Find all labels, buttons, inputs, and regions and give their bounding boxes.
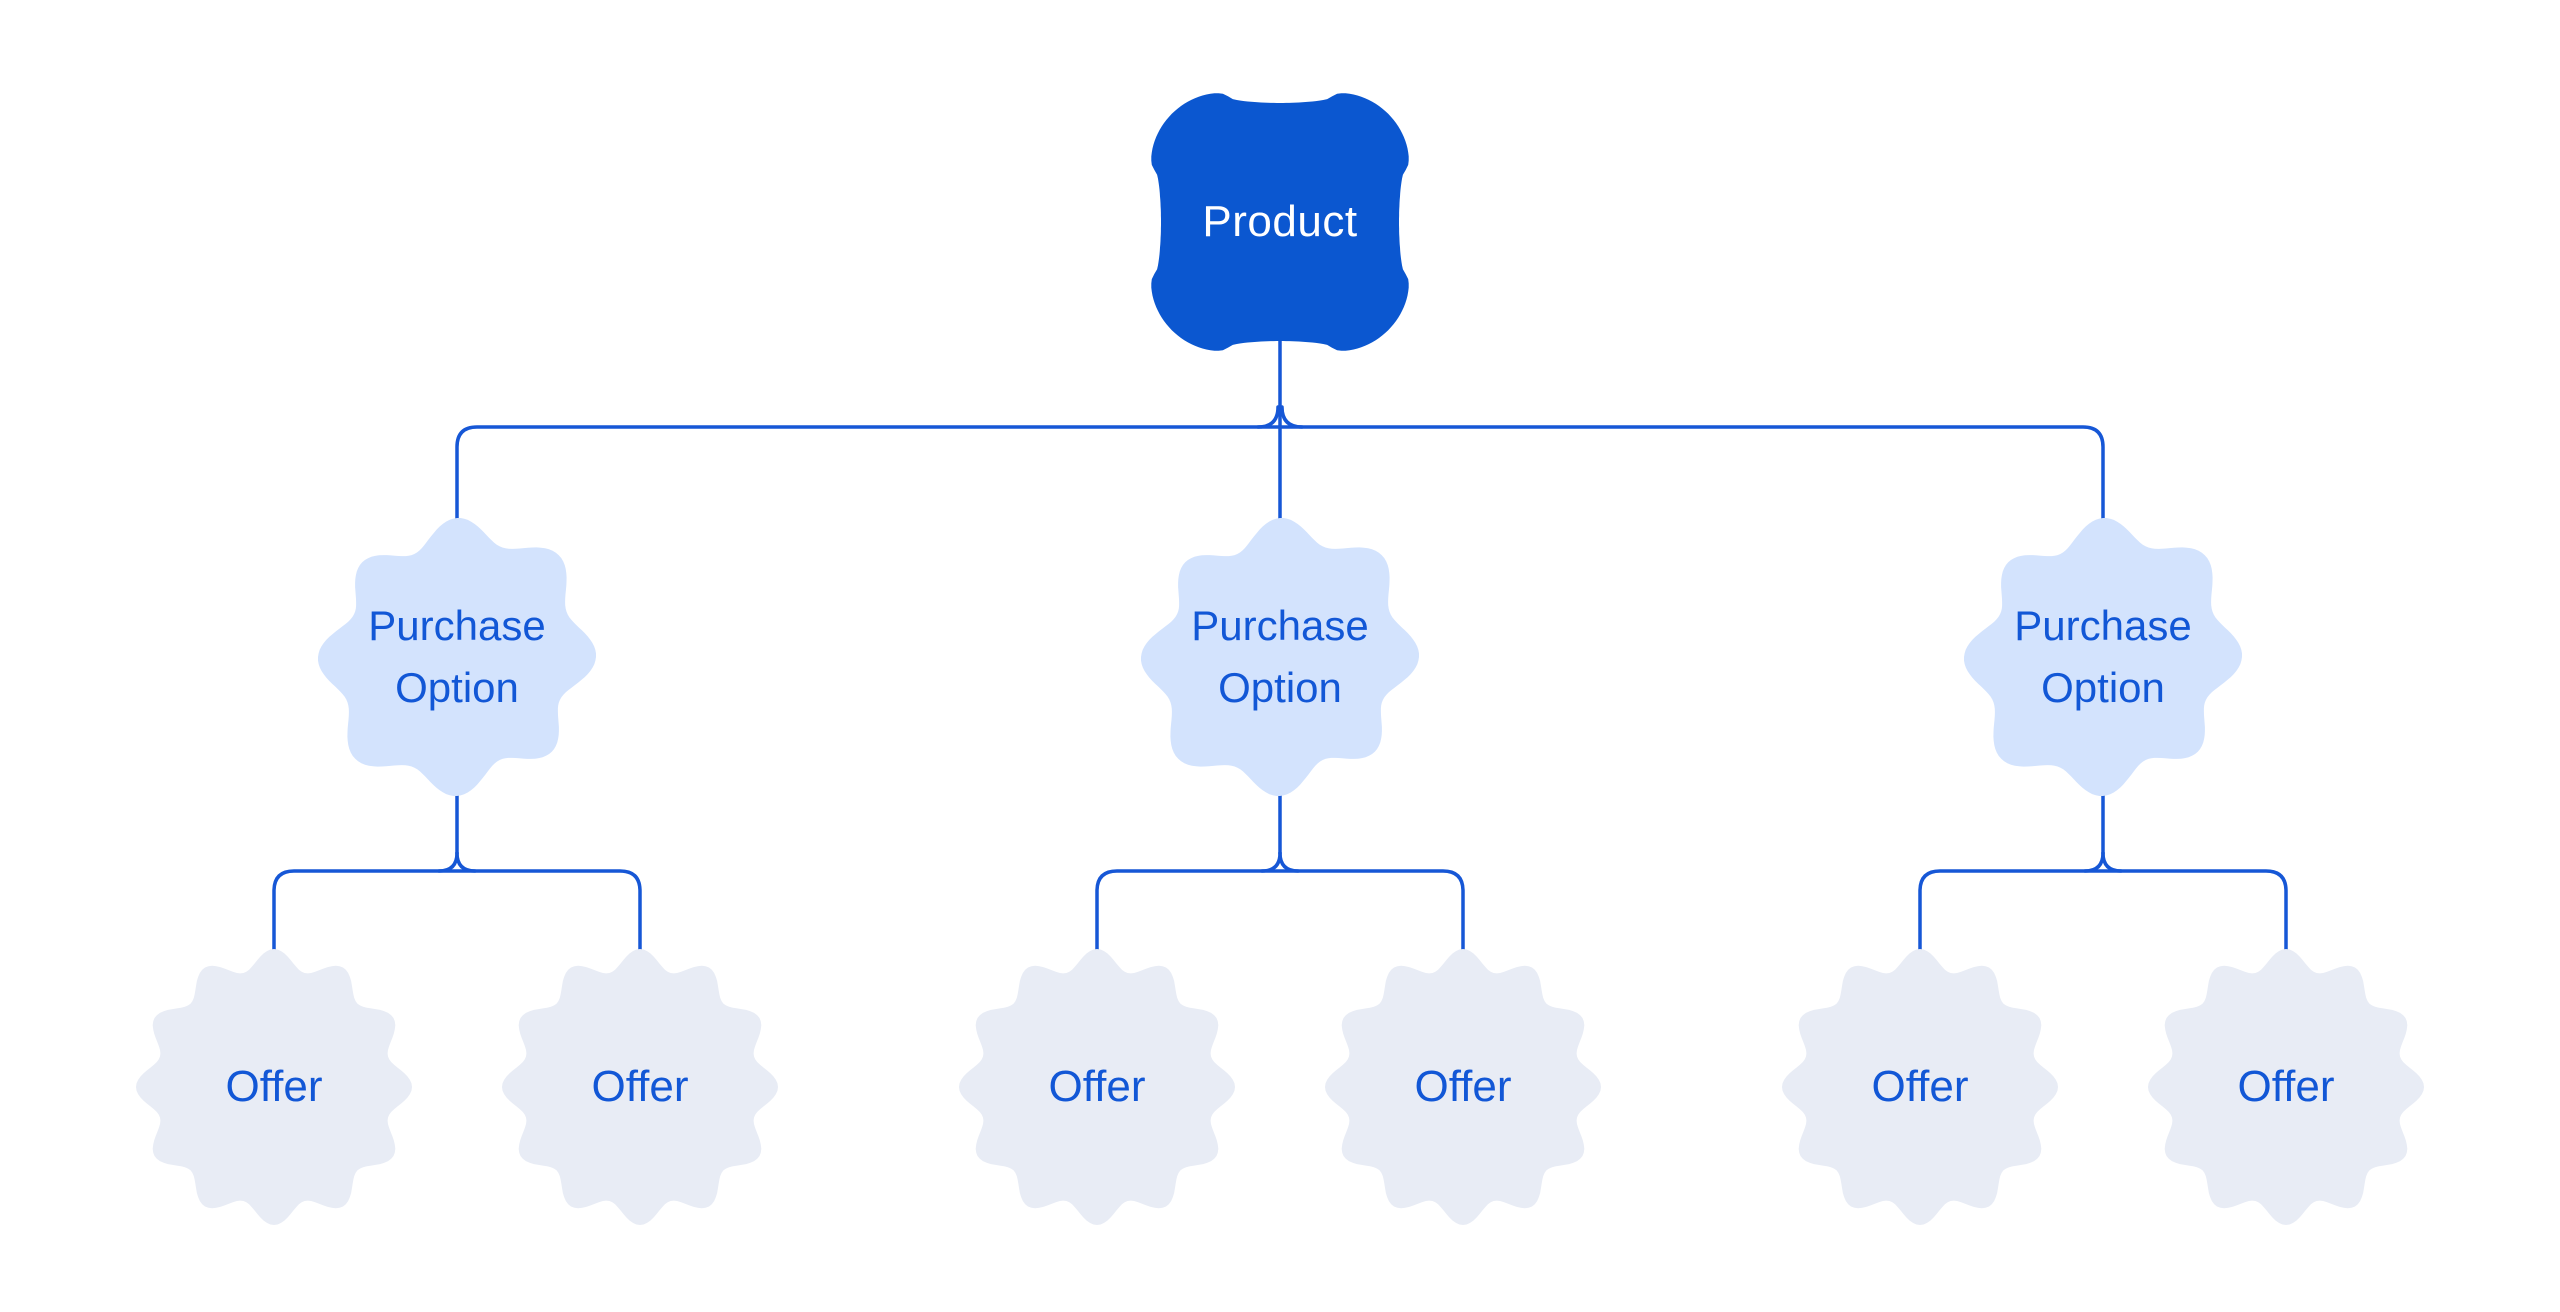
connector-po2-fillet-left [1260,851,1282,873]
connector-po1-fillet-right [455,851,477,873]
node-offer-4-label: Offer [1414,1062,1512,1111]
connector-po3-bus [1918,869,2288,953]
node-offer-1-label: Offer [225,1062,323,1111]
node-purchase-option-2-label: Purchase Option [1191,601,1369,711]
node-offer-4: Offer [1313,937,1613,1237]
purchase-option-blob-shape [1141,518,1419,796]
node-offer-2: Offer [490,937,790,1237]
node-offer-6-label: Offer [2237,1062,2335,1111]
connector-po3-fillet-left [2083,851,2105,873]
purchase-option-blob-shape [1964,518,2242,796]
connector-po1-bus [272,869,642,953]
connector-level1-fillet-left [1256,405,1280,429]
offer-blob-shape [1782,949,2058,1225]
node-product: Product [1120,62,1440,382]
offer-blob-shape [2148,949,2424,1225]
node-purchase-option-3-label: Purchase Option [2014,601,2192,711]
product-blob-shape [1151,93,1409,351]
connector-po1-fillet-left [437,851,459,873]
connector-level1-bus [455,425,2105,524]
offer-blob-shape [136,949,412,1225]
node-purchase-option-2: Purchase Option [1130,507,1430,807]
connector-po3-fillet-right [2101,851,2123,873]
node-offer-3-label: Offer [1048,1062,1146,1111]
node-purchase-option-1-label: Purchase Option [368,601,546,711]
node-offer-6: Offer [2136,937,2436,1237]
node-product-label: Product [1202,197,1358,246]
offer-blob-shape [1325,949,1601,1225]
node-offer-5: Offer [1770,937,2070,1237]
connector-po2-bus [1095,869,1465,953]
node-offer-1: Offer [124,937,424,1237]
connector-level1-fillet-right [1280,405,1304,429]
connector-po2-fillet-right [1278,851,1300,873]
offer-blob-shape [959,949,1235,1225]
node-offer-2-label: Offer [591,1062,689,1111]
node-purchase-option-1: Purchase Option [307,507,607,807]
node-offer-3: Offer [947,937,1247,1237]
node-offer-5-label: Offer [1871,1062,1969,1111]
purchase-option-blob-shape [318,518,596,796]
offer-blob-shape [502,949,778,1225]
node-purchase-option-3: Purchase Option [1953,507,2253,807]
